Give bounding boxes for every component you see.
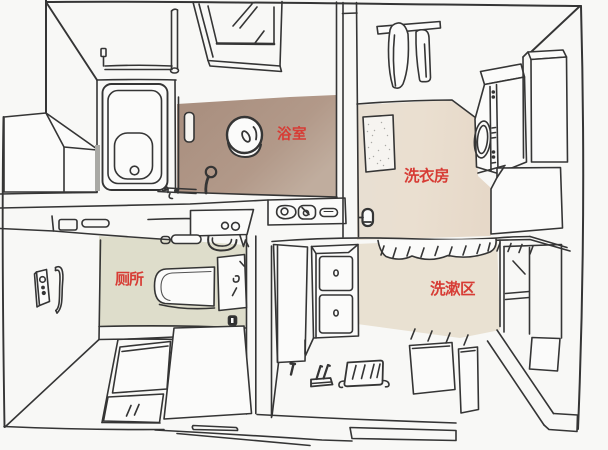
svg-text:浴室: 浴室 bbox=[277, 125, 307, 143]
svg-text:洗漱区: 洗漱区 bbox=[430, 279, 476, 298]
svg-text:厕所: 厕所 bbox=[115, 271, 144, 288]
svg-text:洗衣房: 洗衣房 bbox=[404, 166, 449, 185]
